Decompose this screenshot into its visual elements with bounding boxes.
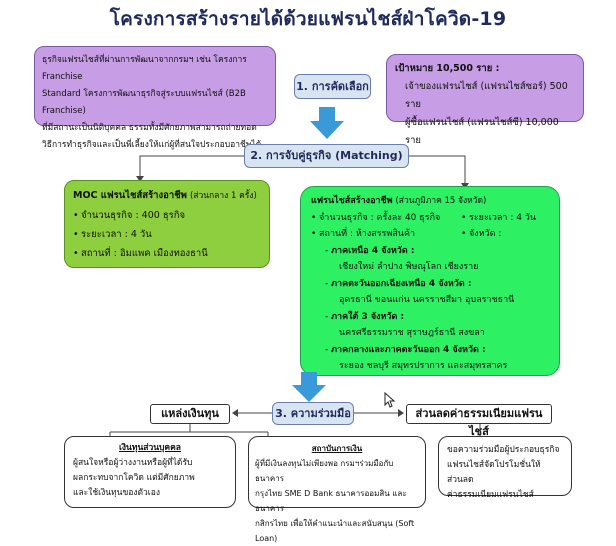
funding-label: แหล่งเงินทุน (150, 404, 230, 424)
moc-title: MOC แฟรนไชส์สร้างอาชีพ (ส่วนกลาง 1 ครั้ง… (73, 186, 261, 206)
moc-item: •จำนวนธุรกิจ : 400 ธุรกิจ (73, 210, 186, 221)
region-name: - ภาคตะวันออกเฉียงเหนือ 4 จังหวัด : (325, 278, 472, 289)
step-cooperation: 3. ความร่วมมือ (272, 402, 354, 425)
regional-item-text: ระยะเวลา : 4 วัน (469, 212, 537, 223)
regional-item-text: จังหวัด : (469, 229, 502, 239)
regional-item-text: จำนวนธุรกิจ : ครั้งละ 40 ธุรกิจ (319, 212, 441, 223)
region-group: - ภาคเหนือ 4 จังหวัด : เชียงใหม่ ลำปาง พ… (311, 243, 549, 375)
financial-institution-title: สถาบันการเงิน (311, 444, 363, 453)
target-heading: เป้าหมาย 10,500 ราย : (395, 63, 500, 74)
moc-title-main: MOC แฟรนไชส์สร้างอาชีพ (73, 190, 187, 201)
region-name-text: ภาคใต้ 3 จังหวัด : (331, 311, 405, 322)
regional-item-text: สถานที่ : ห้างสรรพสินค้า (319, 229, 416, 239)
franchise-source-line: ที่มีสถานะเป็นนิติบุคคล ธรรมทั้งมีศักยภา… (42, 123, 257, 133)
regional-item: •จังหวัด : (461, 229, 502, 239)
region-name: - ภาคเหนือ 4 จังหวัด : (325, 245, 415, 256)
discount-box: ขอความร่วมมือผู้ประกอบธุรกิจ แฟรนไชส์จัด… (438, 436, 572, 500)
franchise-source-box: ธุรกิจแฟรนไชส์ที่ผ่านการพัฒนาจากกรมฯ เช่… (34, 46, 276, 150)
target-line: เจ้าของแฟรนไชส์ (แฟรนไชส์ซอร์) 500 ราย (405, 81, 568, 110)
region-name-text: ภาคเหนือ 4 จังหวัด : (331, 245, 415, 256)
moc-title-suffix: (ส่วนกลาง 1 ครั้ง) (189, 191, 257, 201)
personal-fund-line: ผู้สนใจหรือผู้ว่างงานหรือผู้ที่ได้รับ (73, 458, 193, 468)
discount-line: แฟรนไชส์จัดโปรโมชั่นให้ส่วนลด (447, 460, 541, 485)
target-line: ผู้ซื้อแฟรนไชส์ (แฟรนไชส์ซี) 10,000 ราย (405, 117, 559, 146)
region-provinces: นครศรีธรรมราช สุราษฎร์ธานี สงขลา (339, 328, 485, 338)
moc-item-text: ระยะเวลา : 4 วัน (81, 229, 152, 240)
financial-institution-line: กสิกรไทย เพื่อให้คำแนะนำและสนับสนุน (Sof… (255, 519, 415, 543)
financial-institution-line: ผู้ที่มีเงินลงทุนไม่เพียงพอ กรมฯร่วมมือก… (255, 459, 394, 483)
region-provinces: เชียงใหม่ ลำปาง พิษณุโลก เชียงราย (339, 262, 479, 272)
regional-title-suffix: (ส่วนภูมิภาค 15 จังหวัด) (395, 196, 487, 206)
discount-label: ส่วนลดค่าธรรมเนียมแฟรนไชส์ (406, 404, 552, 438)
arrow-down-icon (292, 372, 326, 402)
personal-fund-line: ผลกระทบจากโควิด แต่มีศักยภาพ (73, 473, 195, 483)
regional-box: แฟรนไชส์สร้างอาชีพ (ส่วนภูมิภาค 15 จังหว… (300, 186, 560, 376)
mouse-cursor-icon (384, 392, 396, 408)
personal-fund-title: เงินทุนส่วนบุคคล (118, 443, 182, 453)
regional-item: •ระยะเวลา : 4 วัน (461, 212, 537, 223)
franchise-source-line: Standard โครงการพัฒนาธุรกิจสู่ระบบแฟรนไช… (42, 89, 246, 116)
moc-item-text: สถานที่ : อิมแพค เมืองทองธานี (81, 248, 208, 259)
target-box: เป้าหมาย 10,500 ราย : เจ้าของแฟรนไชส์ (แ… (386, 54, 584, 146)
moc-box: MOC แฟรนไชส์สร้างอาชีพ (ส่วนกลาง 1 ครั้ง… (64, 180, 270, 268)
region-name-text: ภาคกลางและภาคตะวันออก 4 จังหวัด : (331, 344, 486, 355)
moc-item: •ระยะเวลา : 4 วัน (73, 229, 152, 240)
personal-fund-box: เงินทุนส่วนบุคคล ผู้สนใจหรือผู้ว่างงานหร… (64, 436, 236, 508)
moc-item-text: จำนวนธุรกิจ : 400 ธุรกิจ (81, 210, 186, 221)
personal-fund-line: และใช้เงินทุนของตัวเอง (73, 488, 160, 498)
regional-title-main: แฟรนไชส์สร้างอาชีพ (311, 196, 393, 206)
regional-row: •จำนวนธุรกิจ : ครั้งละ 40 ธุรกิจ •ระยะเว… (311, 210, 549, 227)
page-title: โครงการสร้างรายได้ด้วยแฟรนไชส์ฝ่าโควิด-1… (109, 8, 507, 30)
financial-institution-box: สถาบันการเงิน ผู้ที่มีเงินลงทุนไม่เพียงพ… (248, 436, 426, 543)
region-provinces: อุดรธานี ขอนแก่น นครราชสีมา อุบลราชธานี (339, 295, 515, 305)
cooperation-arrows (109, 409, 481, 436)
franchise-source-line: ธุรกิจแฟรนไชส์ที่ผ่านการพัฒนาจากกรมฯ เช่… (42, 55, 247, 82)
discount-line: ค่าธรรมเนียมแฟรนไชส์ (447, 490, 534, 500)
discount-line: ขอความร่วมมือผู้ประกอบธุรกิจ (447, 445, 560, 455)
arrow-down-icon (310, 107, 344, 139)
regional-title: แฟรนไชส์สร้างอาชีพ (ส่วนภูมิภาค 15 จังหว… (311, 193, 549, 210)
region-provinces: ระยอง ชลบุรี สมุทรปราการ และสมุทรสาคร (339, 361, 508, 371)
franchise-source-line: วิธีการทำธุรกิจและเป็นพี่เลี้ยงให้แก่ผู้… (42, 140, 262, 150)
step-selection: 1. การคัดเลือก (294, 74, 371, 99)
step-matching: 2. การจับคู่ธุรกิจ (Matching) (244, 144, 409, 168)
region-name: - ภาคใต้ 3 จังหวัด : (325, 311, 405, 322)
moc-item: •สถานที่ : อิมแพค เมืองทองธานี (73, 248, 208, 259)
regional-item: •จำนวนธุรกิจ : ครั้งละ 40 ธุรกิจ (311, 212, 441, 223)
regional-row: •สถานที่ : ห้างสรรพสินค้า •จังหวัด : (311, 226, 549, 243)
regional-item: •สถานที่ : ห้างสรรพสินค้า (311, 229, 416, 239)
region-name-text: ภาคตะวันออกเฉียงเหนือ 4 จังหวัด : (331, 278, 472, 289)
financial-institution-line: กรุงไทย SME D Bank ธนาคารออมสิน และธนาคา… (255, 489, 407, 513)
region-name: - ภาคกลางและภาคตะวันออก 4 จังหวัด : (325, 344, 486, 355)
